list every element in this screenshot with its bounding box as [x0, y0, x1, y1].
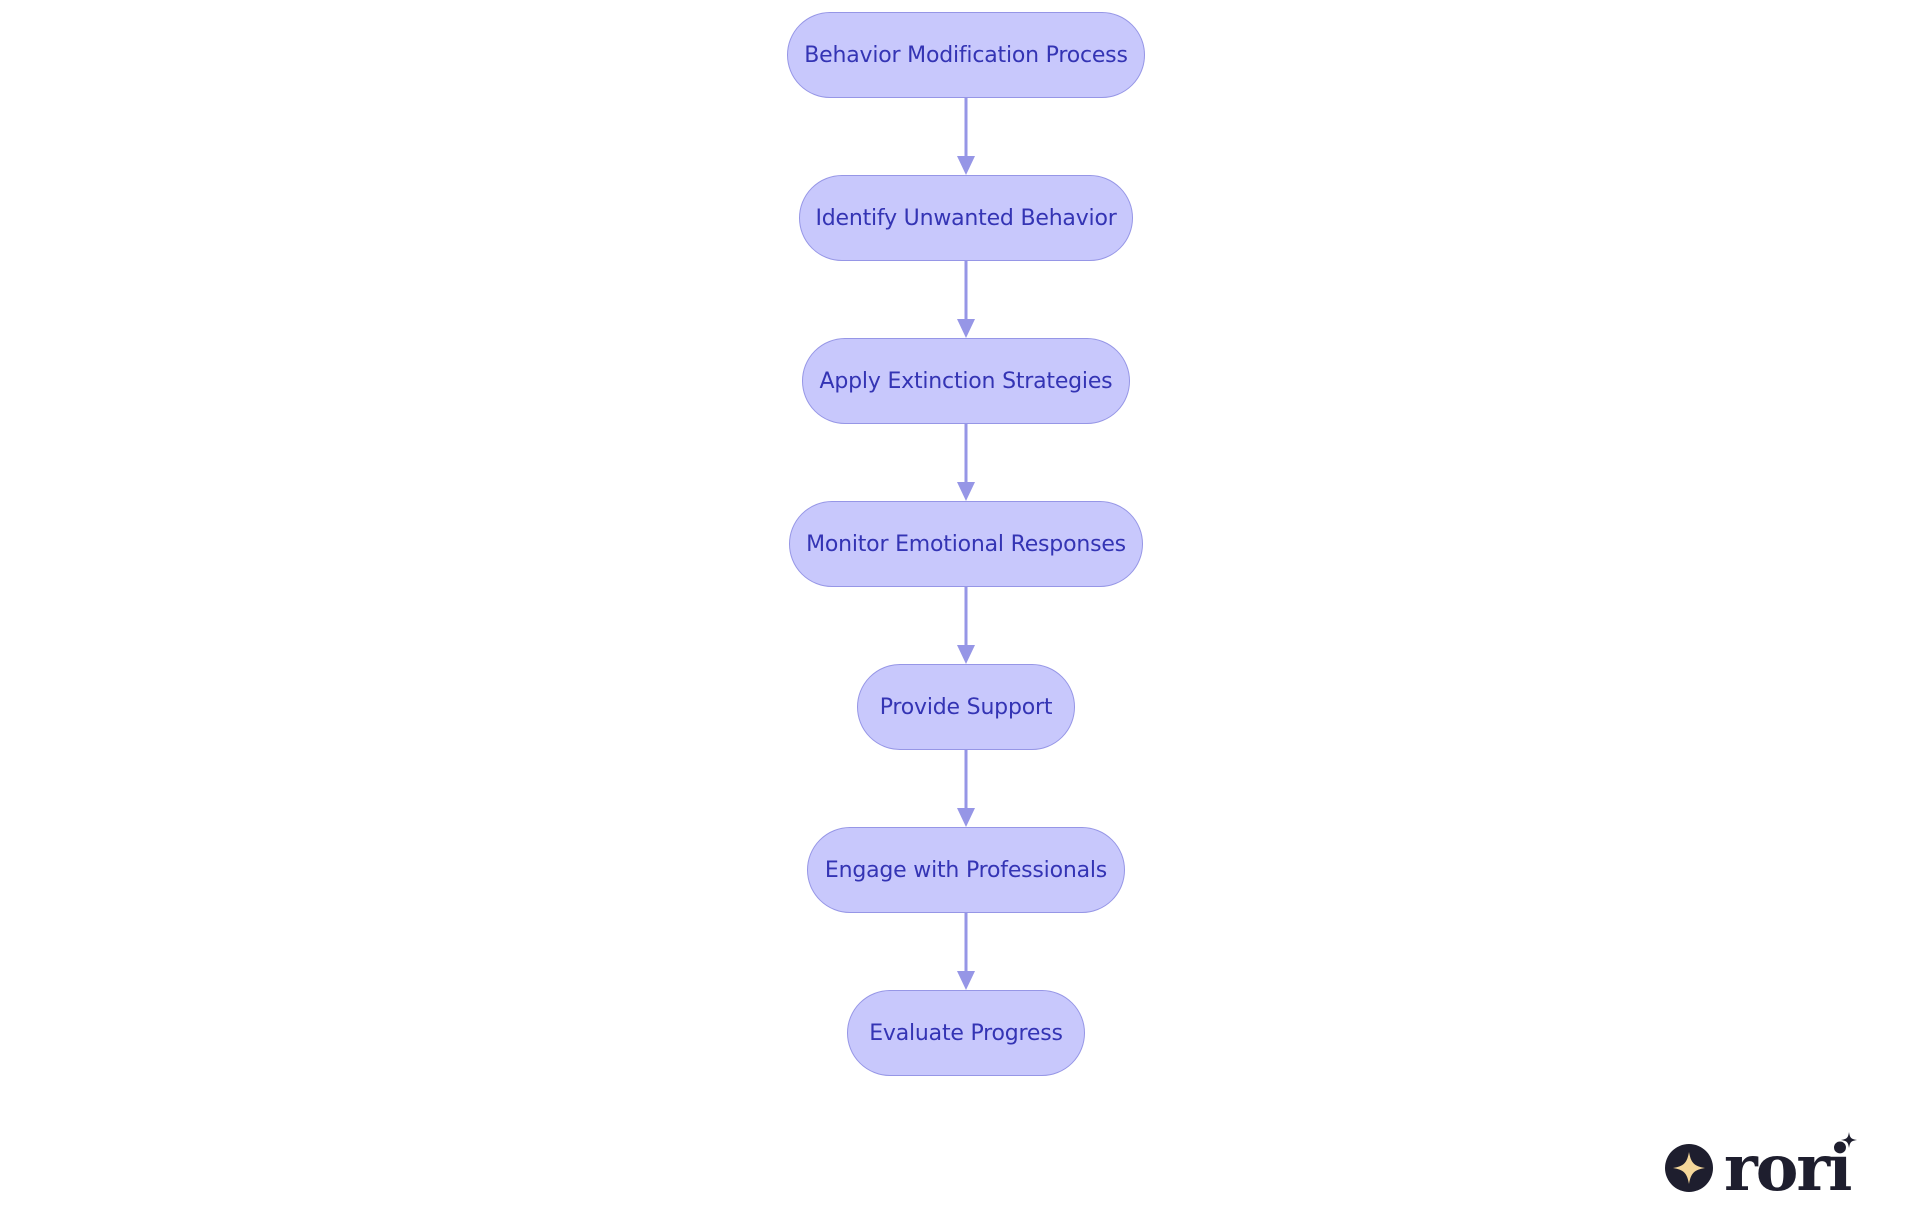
node-behavior-modification-process: Behavior Modification Process [787, 12, 1145, 98]
flowchart-edges [957, 98, 975, 990]
edge-arrow [957, 261, 975, 338]
node-evaluate-progress: Evaluate Progress [847, 990, 1085, 1076]
node-engage-with-professionals: Engage with Professionals [807, 827, 1125, 913]
edge-arrow [957, 424, 975, 501]
arrowhead-icon [957, 156, 975, 175]
edge-arrow [957, 750, 975, 827]
arrowhead-icon [957, 971, 975, 990]
edge-arrow [957, 913, 975, 990]
logo-star-icon [1841, 1132, 1857, 1148]
rori-logo: rori [1665, 1131, 1857, 1192]
node-monitor-emotional-responses: Monitor Emotional Responses [789, 501, 1143, 587]
arrowhead-icon [957, 808, 975, 827]
arrowhead-icon [957, 645, 975, 664]
edge-arrow [957, 98, 975, 175]
node-identify-unwanted-behavior: Identify Unwanted Behavior [799, 175, 1133, 261]
edge-arrow [957, 587, 975, 664]
arrowhead-icon [957, 319, 975, 338]
arrowhead-icon [957, 482, 975, 501]
node-apply-extinction-strategies: Apply Extinction Strategies [802, 338, 1130, 424]
sparkle-icon [1673, 1152, 1705, 1184]
node-provide-support: Provide Support [857, 664, 1075, 750]
logo-wordmark: rori [1724, 1131, 1851, 1192]
